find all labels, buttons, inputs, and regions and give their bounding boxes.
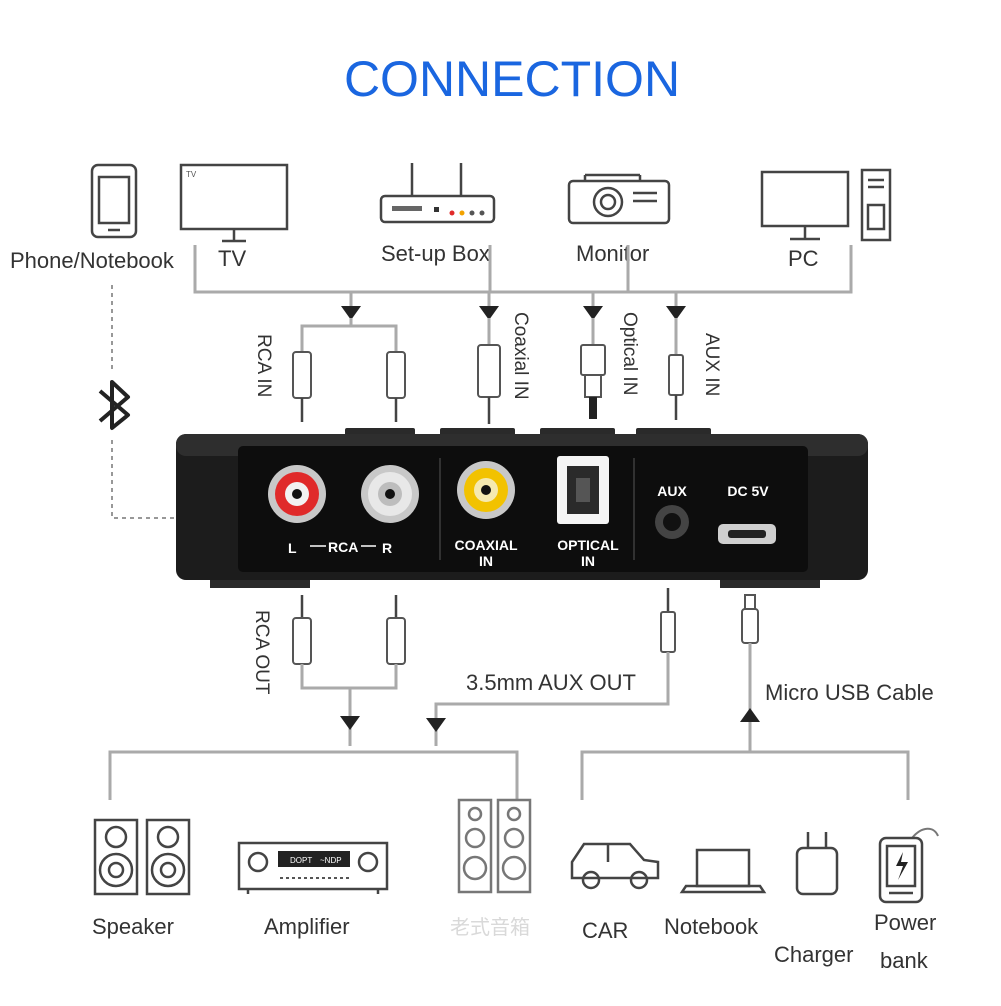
output-bracket-right: [580, 750, 910, 800]
tower-speaker-icon: [457, 798, 532, 894]
coaxial-in-label: Coaxial IN: [510, 312, 531, 400]
tv-label: TV: [218, 246, 246, 271]
notebook-label: Notebook: [664, 914, 759, 939]
aux-out-cable: [426, 588, 676, 746]
output-bracket-left: [108, 750, 519, 800]
aux-panel-text: AUX: [657, 483, 687, 499]
rca-in-label: RCA IN: [253, 334, 274, 397]
aux-jack: [655, 505, 689, 539]
car-icon: [570, 842, 660, 890]
notebook-icon: [679, 848, 767, 894]
phone-icon: [90, 163, 138, 239]
rca-left-text: L: [288, 540, 297, 556]
rca-out-label: RCA OUT: [251, 610, 272, 695]
page-title: CONNECTION: [344, 51, 680, 107]
usb-cable: [740, 594, 760, 752]
speaker-label: Speaker: [92, 914, 174, 939]
coaxial-panel-text: COAXIAL: [455, 537, 518, 553]
power-bank-icon: [878, 827, 939, 904]
setup-box-label: Set-up Box: [381, 241, 490, 266]
old-speaker-label: 老式音箱: [450, 916, 530, 939]
rca-panel-text: RCA: [328, 539, 358, 555]
speaker-icon: [93, 818, 191, 896]
aux-in-cable: [668, 318, 684, 420]
phone-notebook-label: Phone/Notebook: [10, 248, 175, 273]
rca-left-jack: [268, 465, 326, 523]
coaxial-jack: [457, 461, 515, 519]
amplifier-label: Amplifier: [264, 914, 350, 939]
bluetooth-receiver-device: [176, 428, 868, 588]
aux-out-label: 3.5mm AUX OUT: [466, 670, 636, 695]
aux-in-label: AUX IN: [701, 333, 722, 396]
optical-jack: [557, 456, 609, 524]
optical-in-label: Optical IN: [619, 312, 640, 395]
coaxial-in-cable: [477, 318, 501, 424]
rca-right-text: R: [382, 540, 392, 556]
charger-icon: [795, 832, 839, 896]
power-bank-label-line2: bank: [880, 948, 929, 973]
power-bank-label-line1: Power: [874, 910, 936, 935]
coaxial-in-panel-text: IN: [479, 553, 493, 569]
pc-icon: [760, 168, 892, 242]
rca-right-jack: [361, 465, 419, 523]
monitor-label: Monitor: [576, 241, 649, 266]
optical-in-cable: [580, 318, 606, 419]
bluetooth-icon: [98, 380, 130, 430]
amplifier-display-right: ~NDP: [320, 856, 342, 865]
amplifier-display-left: DOPT: [290, 856, 312, 865]
dc-5v-panel-text: DC 5V: [727, 483, 769, 499]
rca-in-cable: [292, 318, 406, 422]
optical-panel-text: OPTICAL: [557, 537, 619, 553]
input-arrows: [341, 292, 686, 320]
source-bracket: [193, 245, 853, 294]
micro-usb-port: [718, 524, 776, 544]
charger-label: Charger: [774, 942, 853, 967]
usb-cable-label: Micro USB Cable: [765, 680, 934, 705]
projector-icon: [567, 173, 671, 225]
rca-out-cable: [292, 595, 406, 746]
car-label: CAR: [582, 918, 628, 943]
tv-screen-text: TV: [186, 170, 197, 179]
pc-label: PC: [788, 246, 819, 271]
setup-box-icon: [379, 163, 496, 224]
optical-in-panel-text: IN: [581, 553, 595, 569]
bluetooth-link: [111, 285, 176, 519]
tv-icon: [179, 163, 289, 243]
amplifier-icon: [237, 841, 389, 894]
